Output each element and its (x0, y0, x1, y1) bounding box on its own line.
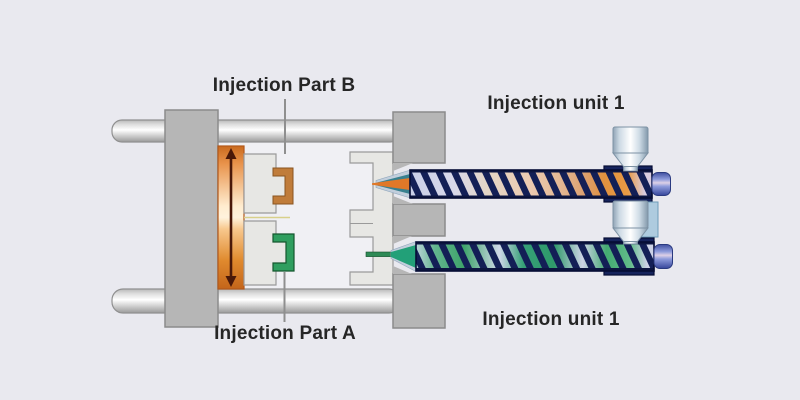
label-injection-part-b: Injection Part B (212, 75, 356, 96)
barrel-bottom (415, 241, 655, 272)
nozzle-bottom-body (391, 245, 416, 268)
hopper-top (611, 126, 650, 172)
molded-part-a (272, 233, 295, 272)
label-injection-unit-bottom: Injection unit 1 (482, 309, 620, 330)
barrel-top-end-cap (651, 172, 671, 196)
tie-bar-bottom (111, 288, 401, 314)
label-injection-unit-top: Injection unit 1 (487, 93, 625, 114)
melt-stream-b (372, 178, 410, 190)
tie-bar-top (111, 119, 401, 143)
sprue-a (365, 251, 394, 257)
label-injection-part-a: Injection Part A (214, 323, 356, 344)
molded-part-b (272, 167, 294, 205)
injection-unit-bottom (365, 200, 673, 276)
clamp-stroke-arrow-icon (225, 148, 237, 287)
injection-unit-top (372, 126, 671, 203)
barrel-bottom-end-cap (653, 244, 673, 269)
fixed-platen (392, 111, 446, 329)
moving-platen (164, 109, 219, 328)
hopper-bottom (611, 200, 650, 245)
barrel-top (409, 169, 653, 199)
